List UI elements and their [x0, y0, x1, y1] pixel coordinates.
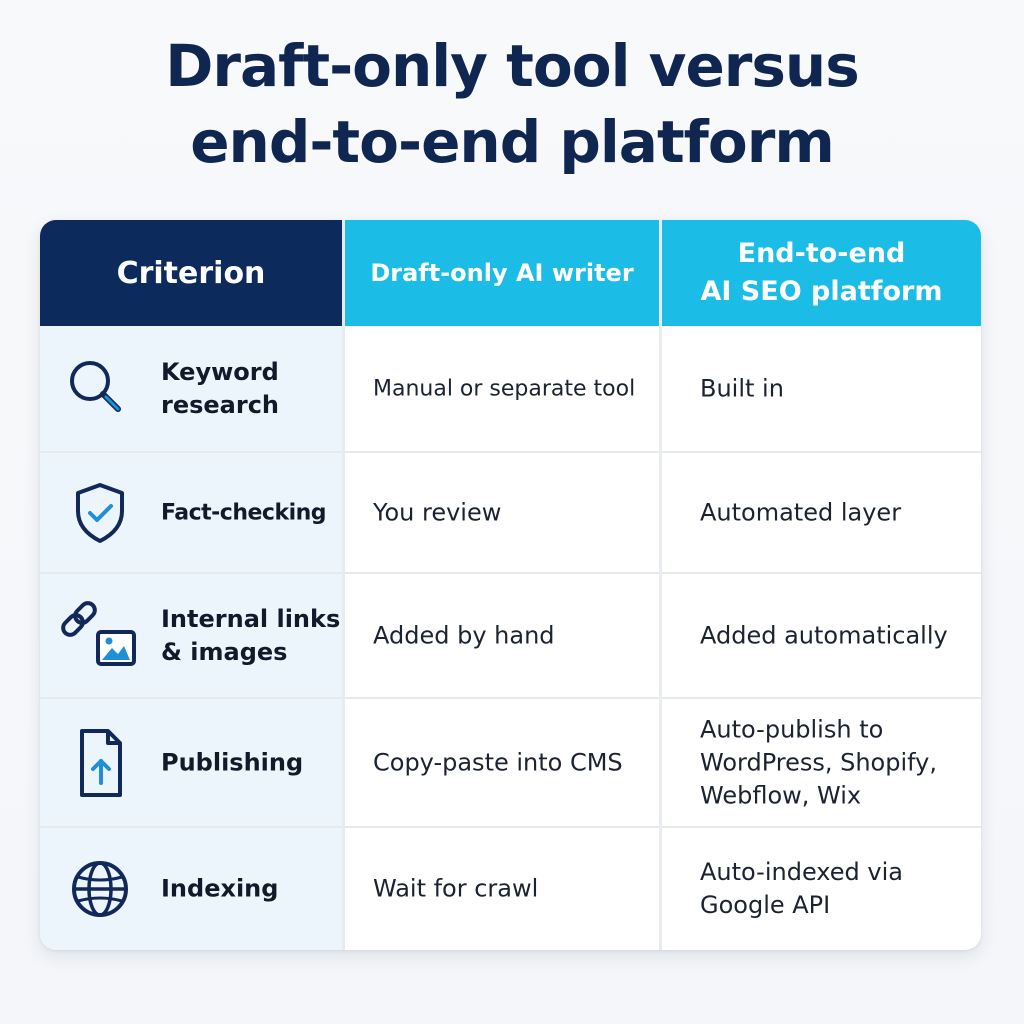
end-to-end-cell-line: Webflow, Wix — [700, 781, 862, 810]
criterion-cell: Indexing — [40, 828, 342, 950]
search-icon — [58, 347, 142, 431]
criterion-label: Publishing — [161, 747, 341, 780]
header-draft-only-label: Draft-only AI writer — [370, 259, 634, 287]
draft-only-cell: You review — [373, 498, 502, 527]
end-to-end-cell-line: Google API — [700, 891, 831, 919]
table-row-fact-checking: Fact-checking You review Automated layer — [40, 453, 981, 573]
criterion-label-line: Internal links — [161, 605, 341, 633]
table-row-internal-links: Internal links & images Added by hand Ad… — [40, 574, 981, 698]
criterion-label-line: Fact-checking — [161, 500, 327, 526]
criterion-label: Indexing — [161, 873, 341, 906]
criterion-label-line: Keyword — [161, 358, 279, 386]
header-end-to-end-line-2: AI SEO platform — [700, 276, 943, 307]
criterion-cell: Internal links & images — [40, 574, 342, 698]
criterion-label: Fact-checking — [161, 497, 341, 530]
criterion-cell: Publishing — [40, 699, 342, 827]
header-criterion-label: Criterion — [116, 255, 266, 291]
table-row-keyword-research: Keyword research Manual or separate tool… — [40, 326, 981, 452]
criterion-label-line: research — [161, 391, 280, 419]
draft-only-cell: Copy-paste into CMS — [373, 748, 623, 777]
row-divider — [40, 451, 981, 453]
header-end-to-end-line-1: End-to-end — [737, 238, 906, 269]
criterion-cell: Fact-checking — [40, 453, 342, 573]
comparison-table: Criterion Draft-only AI writer End-to-en… — [40, 220, 981, 950]
row-divider — [40, 826, 981, 828]
end-to-end-cell: Added automatically — [700, 621, 948, 650]
header-criterion: Criterion — [40, 220, 342, 326]
draft-only-cell: Wait for crawl — [373, 874, 539, 903]
title-line-2: end-to-end platform — [190, 108, 835, 176]
criterion-label: Keyword research — [161, 356, 341, 422]
row-divider — [40, 572, 981, 574]
draft-only-cell: Manual or separate tool — [373, 376, 636, 402]
document-upload-icon — [58, 721, 142, 805]
criterion-label-line: Publishing — [161, 748, 304, 777]
header-draft-only: Draft-only AI writer — [345, 220, 659, 326]
draft-only-cell: Added by hand — [373, 621, 555, 650]
end-to-end-cell: Auto-publish to WordPress, Shopify, Webf… — [700, 714, 980, 813]
globe-icon — [58, 847, 142, 931]
header-end-to-end: End-to-end AI SEO platform — [662, 220, 981, 326]
criterion-cell: Keyword research — [40, 326, 342, 452]
row-divider — [40, 697, 981, 699]
end-to-end-cell: Automated layer — [700, 498, 902, 527]
end-to-end-cell-line: Auto-publish to — [700, 715, 884, 744]
shield-check-icon — [58, 471, 142, 555]
table-row-publishing: Publishing Copy-paste into CMS Auto-publ… — [40, 699, 981, 827]
page-title: Draft-only tool versus end-to-end platfo… — [0, 28, 1024, 180]
title-line-1: Draft-only tool versus — [165, 32, 860, 100]
end-to-end-cell-line: Auto-indexed via — [700, 858, 903, 886]
end-to-end-cell-line: WordPress, Shopify, — [700, 748, 937, 777]
table-row-indexing: Indexing Wait for crawl Auto-indexed via… — [40, 828, 981, 950]
column-divider — [342, 220, 345, 950]
end-to-end-cell: Built in — [700, 374, 784, 403]
link-image-icon — [58, 594, 142, 678]
criterion-label-line: & images — [161, 638, 288, 666]
criterion-label: Internal links & images — [161, 603, 341, 669]
criterion-label-line: Indexing — [161, 874, 279, 903]
end-to-end-cell: Auto-indexed via Google API — [700, 856, 980, 922]
column-divider — [659, 220, 662, 950]
